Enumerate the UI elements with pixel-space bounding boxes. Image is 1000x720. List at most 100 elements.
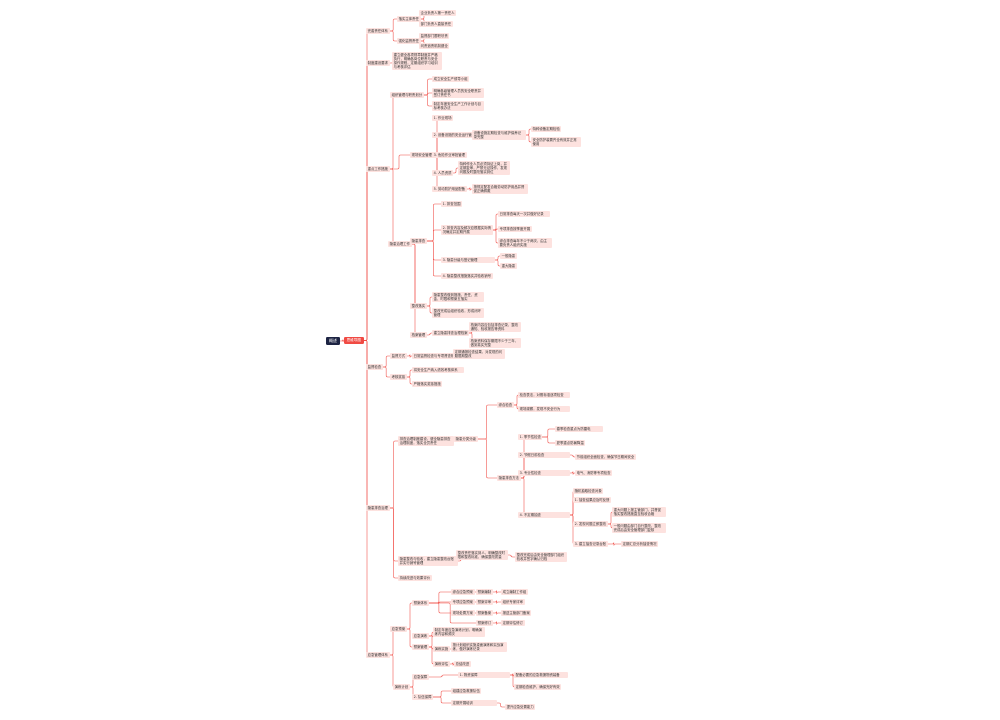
mindmap-node-e1b1a[interactable]: 检查表法，对照标准逐项检查 (518, 392, 570, 398)
mindmap-node-f1a2[interactable]: 专项应急预案 (451, 599, 475, 605)
mindmap-node-l1-3[interactable]: 监督检查 (366, 364, 383, 370)
mindmap-node-c1c[interactable]: 制定年度安全生产工作计划与目标考核办法 (432, 101, 484, 111)
mindmap-node-c3a3[interactable]: 3. 隐患分级与登记管理 (441, 257, 495, 263)
mindmap-node-e1b2d4a[interactable]: 定期汇总分析抽查情况 (621, 541, 659, 547)
mindmap-node-e1b2d3a[interactable]: 重大问题上报主管部门，并督促落实整改措施直至验收合格 (612, 507, 666, 517)
mindmap-node-b1[interactable]: 建立健全各项规章制度并严格执行，明确各岗位职责与安全操作规程，定期组织学习培训与… (392, 52, 442, 70)
mindmap-node-c2b1a[interactable]: 特种设备定期检验 (531, 126, 562, 132)
mindmap-node-f3[interactable]: 应急保障 (412, 674, 429, 680)
mindmap-node-d2b[interactable]: 严格落实奖惩措施 (412, 381, 443, 387)
mindmap-node-e3[interactable]: 持续改进与效果评价 (398, 575, 432, 581)
mindmap-node-f3b1[interactable]: 组建应急救援队伍 (451, 688, 482, 694)
mindmap-node-c3a3b[interactable]: 重大隐患 (500, 263, 517, 269)
mindmap-node-e1b2d4[interactable]: 3. 建立抽查记录台账 (573, 541, 608, 547)
mindmap-node-l1-0[interactable]: 完善责任体系 (366, 28, 390, 34)
mindmap-node-c2c[interactable]: 3. 危险作业审批管理 (432, 152, 467, 158)
mindmap-node-c3a2[interactable]: 2. 排查内容及频次应根据实际情况确定并定期开展 (441, 225, 493, 235)
mindmap-node-f2b[interactable]: 演练实施 (433, 646, 450, 652)
mindmap-node-f3a[interactable]: 1. 物资保障 (458, 672, 510, 678)
mindmap-node-e1b2d[interactable]: 4. 不定期抽查 (518, 512, 570, 518)
mindmap-node-c2a[interactable]: 1. 作业现场 (432, 115, 454, 121)
mindmap-node-c2b[interactable]: 2. 设备设施的安全运行管理 (432, 132, 477, 138)
mindmap-node-e1b2c1[interactable]: 电气、消防等专项检查 (575, 470, 613, 476)
mindmap-node-a2b[interactable]: 问责追责机制健全 (419, 43, 450, 49)
mindmap-node-c3a2c[interactable]: 综合排查每年不少于两次，由主要负责人组织实施 (498, 238, 552, 248)
mindmap-node-f3a1[interactable]: 配备必要的应急救援物资装备 (514, 672, 568, 678)
mindmap-node-e2a[interactable]: 整改责任落实到人，明确整改时限和整改标准，确保整改质量 (456, 550, 508, 560)
mindmap-node-e1b2d2[interactable]: 1. 抽查结果应及时反馈 (573, 497, 612, 503)
mindmap-node-e1[interactable]: 排查治理制度建设，健全隐患排查治理制度，落实全员责任 (398, 436, 454, 446)
mindmap-node-e1b2b[interactable]: 2. 节假日前检查 (518, 452, 570, 458)
mindmap-node-f1a1[interactable]: 综合应急预案 (451, 589, 475, 595)
mindmap-node-e1b[interactable]: 隐患排查方法 (497, 475, 521, 481)
mindmap-node-l1-2[interactable]: 重点工作措施 (366, 166, 390, 172)
mindmap-node-f1b[interactable]: 预案管理 (412, 644, 429, 650)
mindmap-node-d2[interactable]: 考核奖惩 (390, 374, 407, 380)
mindmap-node-a1b[interactable]: 部门负责人直接责任 (419, 21, 453, 27)
mindmap-node-e1b2a2[interactable]: 夏季重点防暑降温 (555, 440, 586, 446)
mindmap-node-f1[interactable]: 应急预案 (390, 626, 407, 632)
mindmap-node-f1b4[interactable]: 预案修订 (476, 620, 493, 626)
mindmap-node-c3a2b[interactable]: 专项排查按季度开展 (498, 226, 532, 232)
mindmap-node-c1a[interactable]: 成立安全生产领导小组 (432, 76, 470, 82)
mindmap-node-f3a1a[interactable]: 定期检查维护，确保完好有效 (514, 684, 562, 690)
mindmap-node-c3a[interactable]: 隐患排查 (410, 238, 427, 244)
mindmap-node-e2[interactable]: 隐患整改与验收，建立隐患整改台账并实行销号管理 (398, 556, 458, 566)
mindmap-node-c3a3a[interactable]: 一般隐患 (500, 253, 517, 259)
mindmap-node-e1b1b[interactable]: 现场观察，发现不安全行为 (518, 406, 570, 412)
mindmap-node-f1b1a[interactable]: 成立编制工作组 (501, 589, 528, 595)
mindmap-node-c2e[interactable]: 5. 劳动防护用品配备 (432, 186, 467, 192)
mindmap-node-f2c1[interactable]: 总结改进 (454, 661, 471, 667)
mindmap-node-f2a1[interactable]: 制定年度应急演练计划，明确演练内容和频次 (433, 627, 485, 637)
mindmap-node-c3c[interactable]: 档案管理 (410, 332, 427, 338)
mindmap-node-f1b4a[interactable]: 定期评估修订 (501, 620, 525, 626)
mindmap-node-c2[interactable]: 现场安全管理 (410, 152, 434, 158)
mindmap-node-c1[interactable]: 组织管理与职责划分 (390, 92, 424, 98)
mindmap-node-f1a3[interactable]: 现场处置方案 (451, 610, 475, 616)
mindmap-node-d1a1[interactable]: 定期通报检查结果，对发现的问题限期整改 (453, 349, 505, 359)
mindmap-node-e1a[interactable]: 隐患分类分级 (454, 436, 478, 442)
mindmap-node-c3b[interactable]: 整改落实 (410, 303, 427, 309)
mindmap-node-d1a[interactable]: 日常监督检查与专项督查相结合 (412, 353, 463, 359)
mindmap-node-e1b1[interactable]: 综合检查 (497, 402, 514, 408)
mindmap-node-f1b3a[interactable]: 报送主管部门备案 (501, 610, 532, 616)
mindmap-node-c2d[interactable]: 4. 人员资质 (432, 170, 454, 176)
mindmap-node-f1b3[interactable]: 预案备案 (476, 610, 493, 616)
mindmap-node-d1[interactable]: 监督方式 (390, 353, 407, 359)
mindmap-node-f3b2a[interactable]: 提升应急处置能力 (505, 704, 536, 710)
mindmap-node-f2[interactable]: 应急演练 (412, 633, 429, 639)
mindmap-node-a2a[interactable]: 监督部门履职尽责 (419, 33, 450, 39)
mindmap-node-c3c1a[interactable]: 档案内容应包括排查记录、整改通知、验收报告等资料 (469, 322, 521, 332)
mindmap-node-c3b1[interactable]: 隐患整改做到措施、责任、资金、时限和预案五落实 (432, 292, 484, 302)
mindmap-node-a2[interactable]: 强化监督责任 (397, 38, 421, 44)
mindmap-node-f2c[interactable]: 演练评估 (433, 661, 450, 667)
mindmap-node-e1b2d1[interactable]: 随机抽取检查对象 (573, 488, 604, 494)
mindmap-node-f1b2a[interactable]: 组织专家评审 (501, 599, 525, 605)
mindmap-node-root[interactable]: 概述 (326, 337, 340, 345)
mindmap-node-c3[interactable]: 隐患治理工作 (388, 241, 412, 247)
mindmap-node-l1-1[interactable]: 制度建设要求 (366, 60, 390, 66)
mindmap-node-e1b2a1[interactable]: 春季检查重点为防雷电 (555, 426, 603, 432)
mindmap-node-c3c1[interactable]: 建立隐患排查治理档案 (432, 330, 470, 336)
mindmap-node-a1a[interactable]: 企业负责人第一责任人 (419, 10, 457, 16)
mindmap-node-c2d1[interactable]: 特种作业人员必须持证上岗，并定期复审，严禁无证操作，发现问题及时整改落实到位 (458, 161, 510, 175)
mindmap-node-l1-4[interactable]: 隐患排查治理 (366, 505, 390, 511)
mindmap-node-f1b2[interactable]: 预案评审 (476, 599, 493, 605)
mindmap-node-e1b2c[interactable]: 3. 专业性检查 (518, 470, 570, 476)
mindmap-node-c3a2a[interactable]: 日常排查每天一次并做好记录 (498, 211, 550, 217)
mindmap-node-e1b2b1[interactable]: 节前组织全面检查，确保节日期间安全 (575, 454, 636, 460)
mindmap-node-e1b2d3b[interactable]: 一般问题由部门自行整改，整改完成后由安全管理部门复核 (612, 523, 666, 533)
mindmap-node-c3a4[interactable]: 4. 隐患整改措施落实并验收销号 (441, 273, 493, 279)
mindmap-node-f1a[interactable]: 预案体系 (412, 600, 429, 606)
mindmap-node-e1b2d3[interactable]: 2. 发现问题立即整改 (573, 521, 608, 527)
mindmap-node-a1[interactable]: 落实主体责任 (397, 16, 421, 22)
mindmap-node-c2b1b[interactable]: 安全防护装置齐全有效并正常使用 (531, 137, 581, 147)
mindmap-node-c3a1[interactable]: 1. 排查范围 (441, 201, 463, 207)
mindmap-node-f3b2[interactable]: 定期开展培训 (451, 700, 497, 706)
mindmap-node-f3b[interactable]: 2. 队伍保障 (412, 694, 434, 700)
mindmap-node-c3c1b[interactable]: 档案资料保存期限不少于三年，做到真实完整 (469, 338, 521, 348)
mindmap-node-c3b2[interactable]: 整改完成后组织验收，形成闭环管理 (432, 308, 484, 318)
mindmap-node-main[interactable]: 思维导图 (344, 337, 364, 345)
mindmap-node-l1-5[interactable]: 应急管理体系 (366, 652, 390, 658)
mindmap-node-f2b1[interactable]: 按计划组织实施桌面演练和实战演练，做好演练记录 (451, 642, 507, 652)
